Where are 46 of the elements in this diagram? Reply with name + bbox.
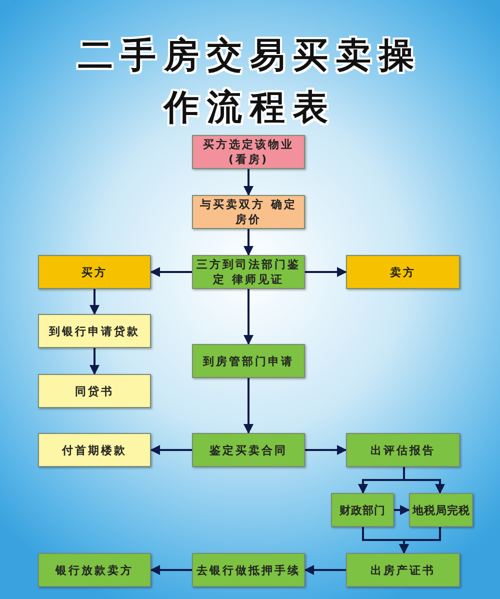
arrow	[394, 505, 410, 515]
arrow	[305, 267, 347, 277]
box-label: 到房管部门申请	[202, 354, 295, 368]
box-label: 付首期楼款	[60, 442, 128, 458]
box-label: 财政部门	[338, 502, 386, 518]
arrow	[244, 229, 254, 256]
process-box	[192, 553, 305, 587]
process-box	[38, 374, 151, 408]
box-label: 银行放款卖方	[54, 562, 134, 578]
box-label: 去银行做抵押手续	[196, 562, 302, 578]
arrow	[150, 565, 192, 575]
arrow	[244, 378, 254, 434]
arrow	[150, 267, 192, 277]
process-box	[192, 195, 305, 229]
box-label: 出房产证书	[370, 562, 436, 578]
arrow	[305, 445, 347, 455]
box-label: 出评估报告	[370, 442, 436, 458]
process-box	[346, 433, 460, 467]
box-label: 到银行申请贷款	[48, 324, 141, 338]
arrow	[90, 348, 100, 375]
box-label: 同贷书	[74, 384, 115, 398]
box-label: 地税局完税	[411, 502, 471, 518]
box-label: 三方到司法部门鉴定 律师见证	[196, 257, 302, 287]
arrow	[244, 289, 254, 345]
process-box	[38, 314, 151, 348]
process-box	[192, 344, 305, 378]
box-label: 卖方	[389, 264, 417, 280]
box-label: 鉴定买卖合同	[208, 442, 288, 458]
arrow	[399, 527, 441, 554]
process-box	[346, 255, 460, 289]
box-label: 与买卖双方 确定房价	[199, 197, 298, 227]
title: 二手房交易买卖操作流程表	[77, 34, 423, 130]
arrow	[90, 289, 100, 315]
box-label: 买方选定该物业 (看房)	[202, 137, 295, 167]
arrow	[304, 565, 346, 575]
process-box	[331, 493, 394, 527]
process-box	[346, 553, 460, 587]
arrow	[150, 445, 192, 455]
arrow	[244, 169, 254, 196]
process-box	[192, 433, 305, 467]
process-box	[409, 493, 473, 527]
process-box	[192, 135, 305, 169]
process-box	[38, 433, 151, 467]
process-box	[38, 553, 151, 587]
box-label: 买方	[80, 264, 108, 280]
process-box	[38, 255, 151, 289]
